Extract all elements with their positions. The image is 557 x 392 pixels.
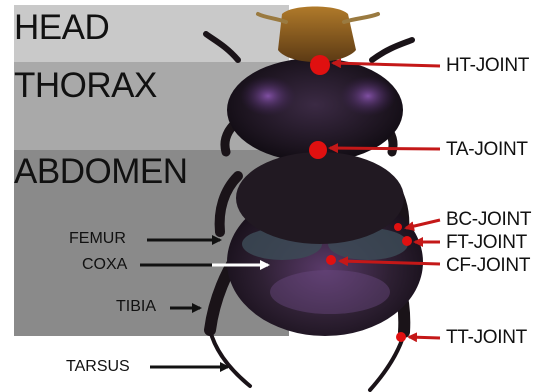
abdomen-sheen [270,270,390,314]
ft-joint-label: FT-JOINT [446,233,527,252]
tt-joint-label: TT-JOINT [446,328,527,347]
tibia-label: TIBIA [116,299,156,315]
femur-label: FEMUR [69,231,126,247]
thorax-sheen-right [340,76,396,116]
bc-joint-arrow [406,220,440,228]
antenna-right [344,14,378,22]
bc-joint-label: BC-JOINT [446,210,531,229]
cf-joint-label: CF-JOINT [446,256,530,275]
tarsus-label: TARSUS [66,359,130,375]
beetle-metasternum [236,152,404,244]
tt-joint-arrow [409,337,440,338]
tt-joint-marker [396,332,406,342]
abdomen-region-label: ABDOMEN [14,154,187,189]
ht-joint-label: HT-JOINT [446,56,529,75]
beetle-head [278,7,356,63]
ta-joint-marker [309,141,327,159]
cf-joint-marker [326,255,336,265]
ta-joint-label: TA-JOINT [446,140,528,159]
ta-joint-arrow [330,148,440,149]
thorax-region-label: THORAX [14,68,157,103]
ft-joint-marker [402,236,412,246]
head-region-label: HEAD [14,10,109,45]
ht-joint-marker [310,55,330,75]
thorax-sheen-left [240,76,296,116]
coxa-label: COXA [82,257,127,273]
bc-joint-marker [394,223,402,231]
